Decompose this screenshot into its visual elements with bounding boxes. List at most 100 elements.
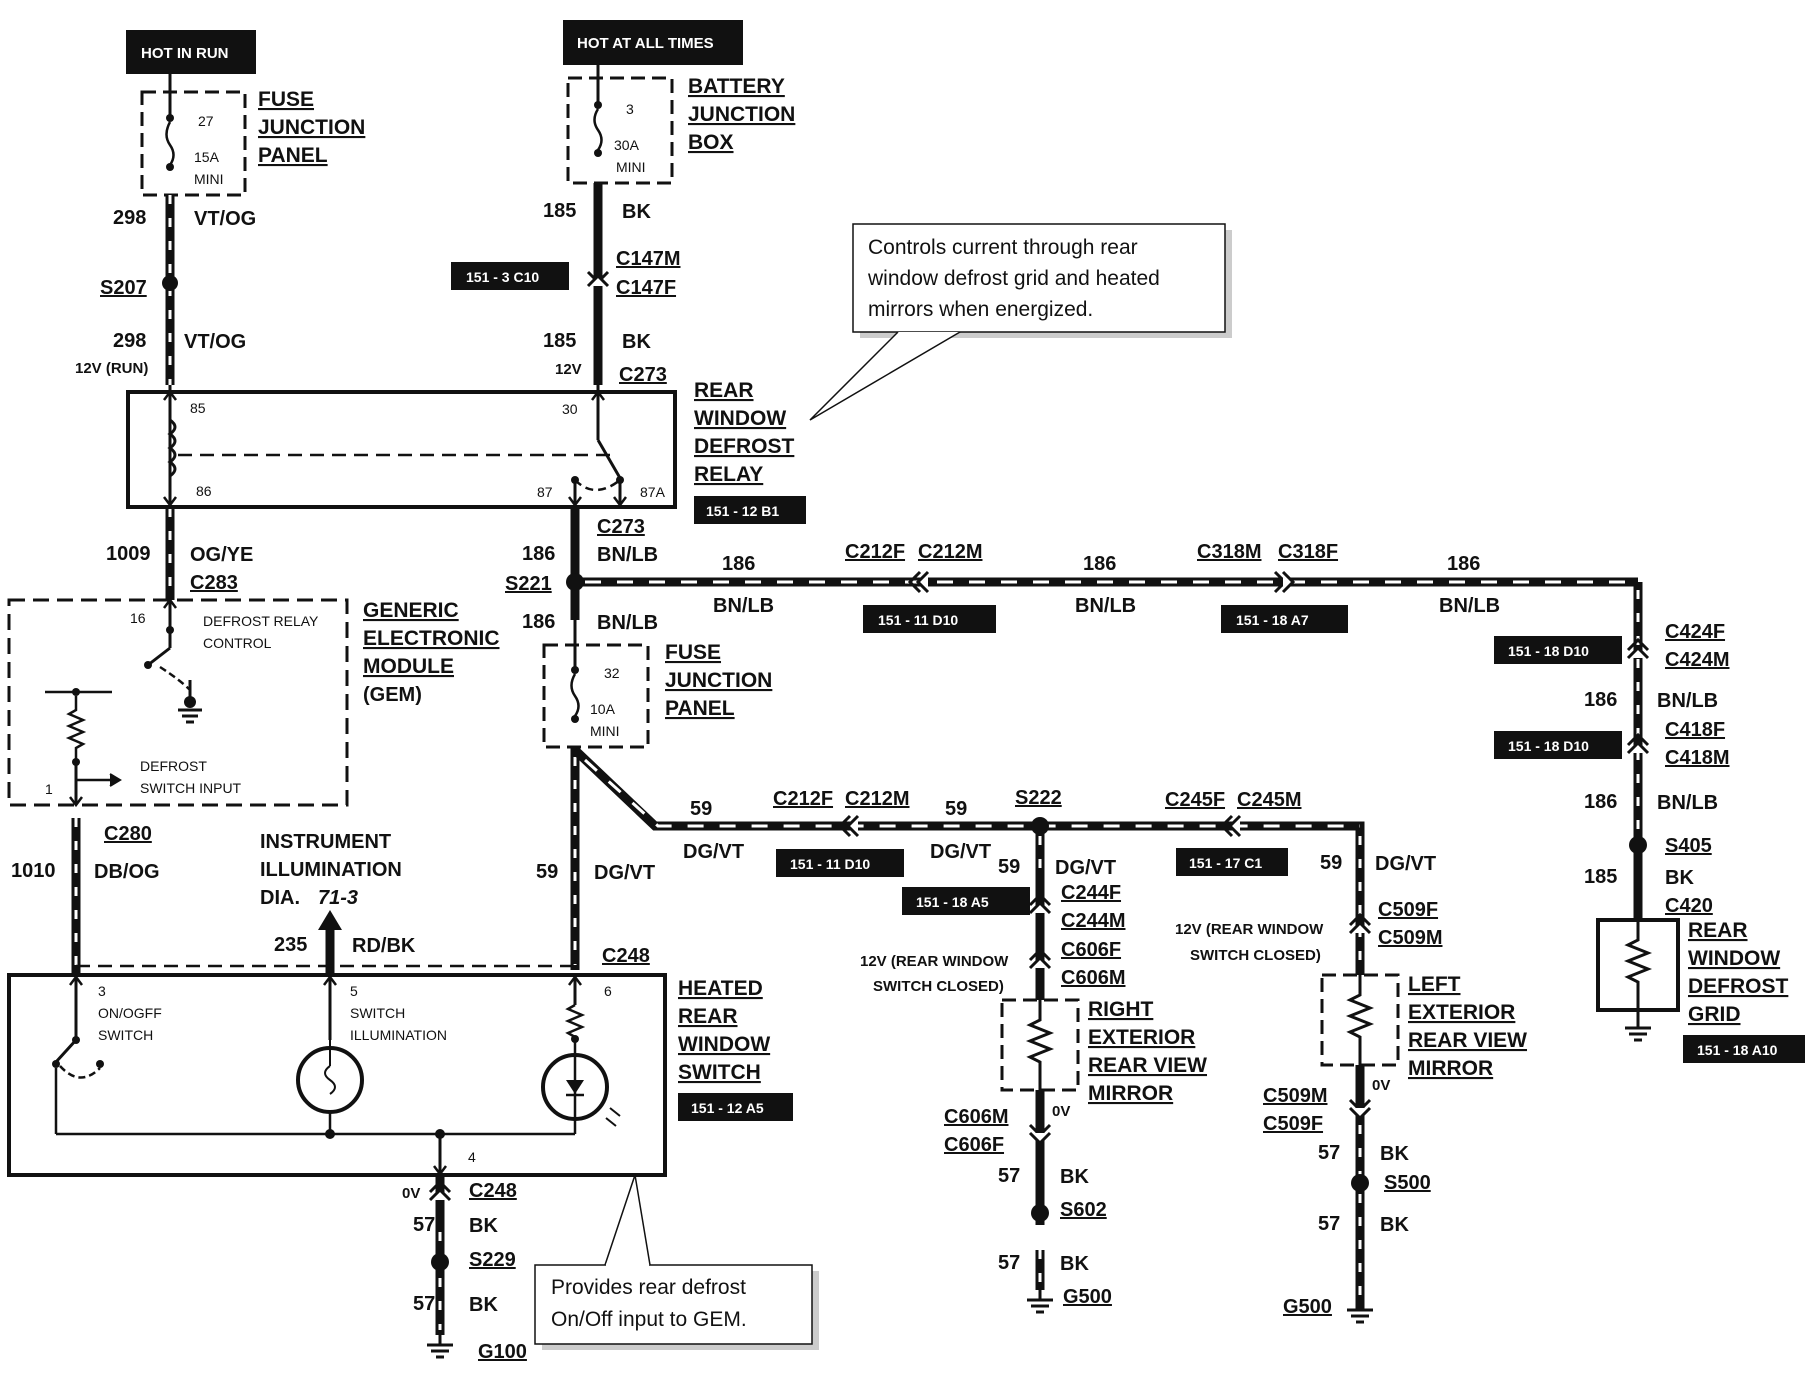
- fuse-junction-panel-mid-label: FUSE JUNCTION PANEL: [665, 641, 772, 720]
- svg-text:MIRROR: MIRROR: [1088, 1082, 1173, 1105]
- fuse-32: 32 10A MINI: [542, 620, 650, 749]
- label-c245f: C245F: [1165, 789, 1225, 811]
- label-dgvt-c: DG/VT: [930, 841, 991, 863]
- label-s207: S207: [100, 277, 147, 299]
- splice-s602: [1031, 1204, 1049, 1222]
- label-186d: 186: [1083, 553, 1116, 575]
- label-dgvt-a: DG/VT: [594, 862, 655, 884]
- heated-rear-window-switch: 3 5 6 4 ON/OGFF SWITCH SWITCH ILLUMINATI…: [7, 973, 667, 1177]
- label-c418f: C418F: [1665, 719, 1725, 741]
- label-c318f: C318F: [1278, 541, 1338, 563]
- svg-text:REAR: REAR: [1688, 919, 1748, 942]
- svg-text:MODULE: MODULE: [363, 655, 454, 678]
- label-c283: C283: [190, 572, 238, 594]
- ref-151-18-d10-b: 151 - 18 D10: [1494, 731, 1622, 759]
- svg-text:4: 4: [468, 1149, 476, 1165]
- label-c509m: C509M: [1378, 927, 1442, 949]
- svg-text:87: 87: [537, 484, 553, 500]
- svg-text:JUNCTION: JUNCTION: [258, 116, 365, 139]
- label-c424m: C424M: [1665, 649, 1729, 671]
- svg-text:151 - 18 A10: 151 - 18 A10: [1697, 1042, 1778, 1058]
- svg-text:On/Off input to GEM.: On/Off input to GEM.: [551, 1308, 747, 1331]
- svg-text:ILLUMINATION: ILLUMINATION: [350, 1027, 447, 1043]
- label-vtog-b: VT/OG: [184, 331, 246, 353]
- right-mirror-label: RIGHT EXTERIOR REAR VIEW MIRROR: [1088, 998, 1207, 1105]
- defrost-grid-label: REAR WINDOW DEFROST GRID: [1688, 919, 1789, 1026]
- svg-text:71-3: 71-3: [318, 887, 358, 909]
- svg-text:32: 32: [604, 665, 620, 681]
- relay-callout: Controls current through rear window def…: [809, 223, 1232, 421]
- label-12v-rw-b: 12V (REAR WINDOW: [1175, 921, 1324, 938]
- label-g100: G100: [478, 1341, 527, 1363]
- svg-text:ELECTRONIC: ELECTRONIC: [363, 627, 500, 650]
- label-186e: 186: [1447, 553, 1480, 575]
- svg-text:MINI: MINI: [616, 159, 646, 175]
- label-bk-c: BK: [1665, 867, 1694, 889]
- ref-151-18-a5: 151 - 18 A5: [902, 887, 1030, 915]
- label-c418m: C418M: [1665, 747, 1729, 769]
- svg-text:3: 3: [626, 101, 634, 117]
- label-s229: S229: [469, 1249, 516, 1271]
- svg-text:1: 1: [45, 781, 53, 797]
- fuse-27: 27 15A MINI: [140, 74, 247, 197]
- label-c147m: C147M: [616, 248, 680, 270]
- svg-text:MIRROR: MIRROR: [1408, 1057, 1493, 1080]
- label-c318m: C318M: [1197, 541, 1261, 563]
- label-g500b: G500: [1283, 1296, 1332, 1318]
- label-298a: 298: [113, 207, 146, 229]
- label-bnlb-a: BN/LB: [597, 544, 658, 566]
- label-186g: 186: [1584, 791, 1617, 813]
- svg-text:(GEM): (GEM): [363, 684, 422, 706]
- wire-235: [318, 910, 342, 975]
- label-0v-c: 0V: [402, 1185, 420, 1202]
- label-s602: S602: [1060, 1199, 1107, 1221]
- label-bk-a: BK: [622, 201, 651, 223]
- svg-text:BATTERY: BATTERY: [688, 75, 785, 98]
- svg-text:151 - 18 A5: 151 - 18 A5: [916, 894, 989, 910]
- svg-text:ILLUMINATION: ILLUMINATION: [260, 859, 402, 881]
- hot-in-run-badge: HOT IN RUN: [126, 30, 256, 74]
- label-12v-rw-a: 12V (REAR WINDOW: [860, 953, 1009, 970]
- label-57d: 57: [1318, 1213, 1340, 1235]
- wire-186: [566, 508, 1650, 920]
- label-c420: C420: [1665, 895, 1713, 917]
- heated-rear-window-switch-label: HEATED REAR WINDOW SWITCH: [678, 977, 770, 1084]
- svg-text:JUNCTION: JUNCTION: [688, 103, 795, 126]
- ref-151-18-d10-a: 151 - 18 D10: [1494, 636, 1622, 664]
- svg-text:27: 27: [198, 113, 214, 129]
- label-bk-i: BK: [469, 1294, 498, 1316]
- label-c509m-b: C509M: [1263, 1085, 1327, 1107]
- label-swclosed-b: SWITCH CLOSED): [1190, 947, 1321, 964]
- switch-callout: Provides rear defrost On/Off input to GE…: [534, 1174, 819, 1350]
- label-c248b: C248: [469, 1180, 517, 1202]
- label-c212m-a: C212M: [918, 541, 982, 563]
- svg-text:151 - 17 C1: 151 - 17 C1: [1189, 855, 1262, 871]
- label-c212f-b: C212F: [773, 788, 833, 810]
- label-c245m: C245M: [1237, 789, 1301, 811]
- label-186f: 186: [1584, 689, 1617, 711]
- hot-at-all-times-badge: HOT AT ALL TIMES: [563, 20, 743, 65]
- label-bnlb-d: BN/LB: [1075, 595, 1136, 617]
- label-c273a: C273: [619, 364, 667, 386]
- svg-text:MINI: MINI: [590, 723, 620, 739]
- splice-s500: [1351, 1174, 1369, 1192]
- svg-text:JUNCTION: JUNCTION: [665, 669, 772, 692]
- label-12v-run: 12V (RUN): [75, 360, 148, 377]
- svg-text:151 - 18 A7: 151 - 18 A7: [1236, 612, 1309, 628]
- label-185c: 185: [1584, 866, 1617, 888]
- svg-text:RELAY: RELAY: [694, 463, 763, 486]
- svg-text:ON/OGFF: ON/OGFF: [98, 1005, 162, 1021]
- label-1009: 1009: [106, 543, 151, 565]
- generic-electronic-module: 16 1 DEFROST RELAY CONTROL DEFROST SWITC…: [7, 597, 349, 808]
- label-bk-f: BK: [1380, 1143, 1409, 1165]
- svg-text:151 - 12 A5: 151 - 12 A5: [691, 1100, 764, 1116]
- ref-151-11-d10-b: 151 - 11 D10: [776, 849, 904, 877]
- ref-151-11-d10-a: 151 - 11 D10: [863, 605, 996, 633]
- ref-151-18-a10: 151 - 18 A10: [1683, 1035, 1805, 1063]
- svg-text:EXTERIOR: EXTERIOR: [1088, 1026, 1195, 1049]
- label-bnlb-b: BN/LB: [597, 612, 658, 634]
- label-186a: 186: [522, 543, 555, 565]
- label-bnlb-c: BN/LB: [713, 595, 774, 617]
- ref-151-3-c10: 151 - 3 C10: [451, 262, 569, 290]
